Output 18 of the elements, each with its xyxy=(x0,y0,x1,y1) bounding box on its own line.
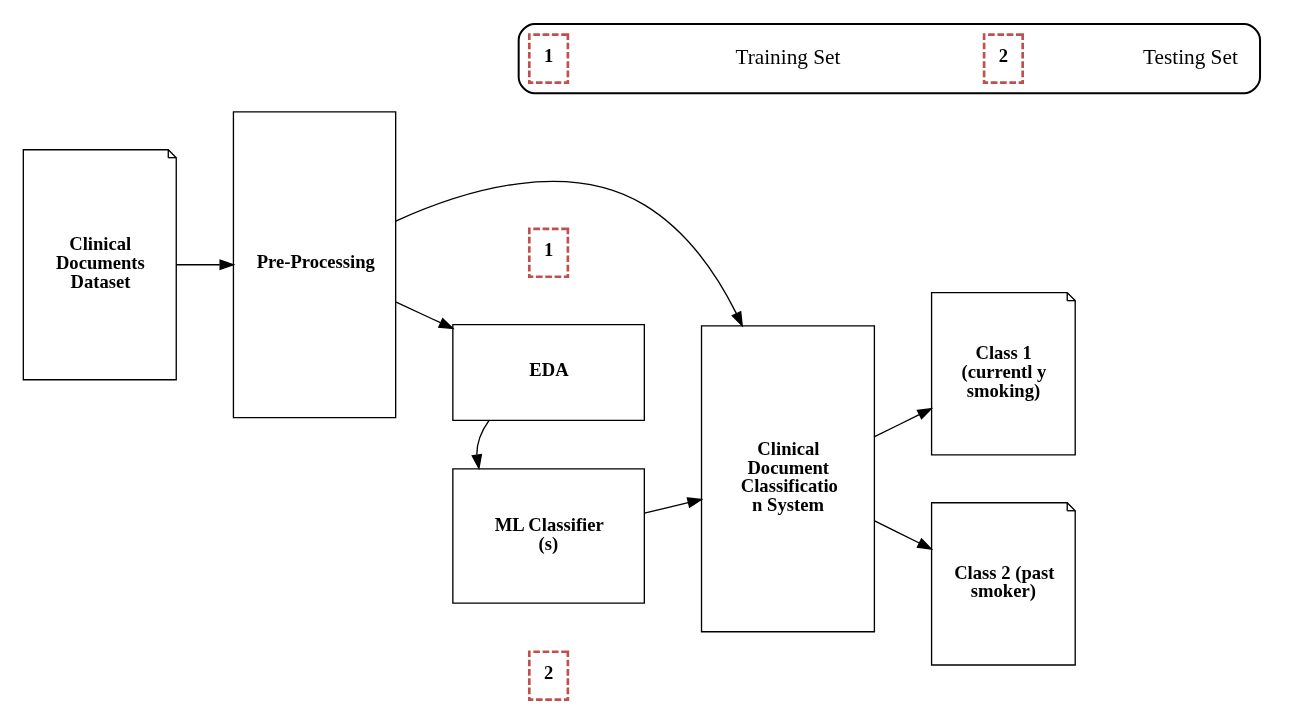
arrow xyxy=(470,419,490,471)
node-box: Pre-Processing xyxy=(232,111,396,419)
node-box: 1 xyxy=(527,227,569,279)
legend-label: Training Set xyxy=(734,44,840,69)
arrow xyxy=(394,180,743,328)
node-box: EDA xyxy=(451,323,645,421)
node-box: Clinical Document Classificatio n System xyxy=(700,325,875,633)
arrow xyxy=(643,497,703,514)
arrow xyxy=(395,301,455,330)
arrow xyxy=(873,520,933,550)
arrow xyxy=(873,407,933,438)
node-box: 2 xyxy=(982,33,1024,84)
legend-label: Testing Set xyxy=(1142,44,1238,69)
node-box: ML Classifier (s) xyxy=(451,468,645,604)
node-box: 2 xyxy=(527,650,569,701)
arrow xyxy=(175,259,235,271)
node-box: 1 xyxy=(527,33,569,84)
cluster xyxy=(517,23,1261,95)
